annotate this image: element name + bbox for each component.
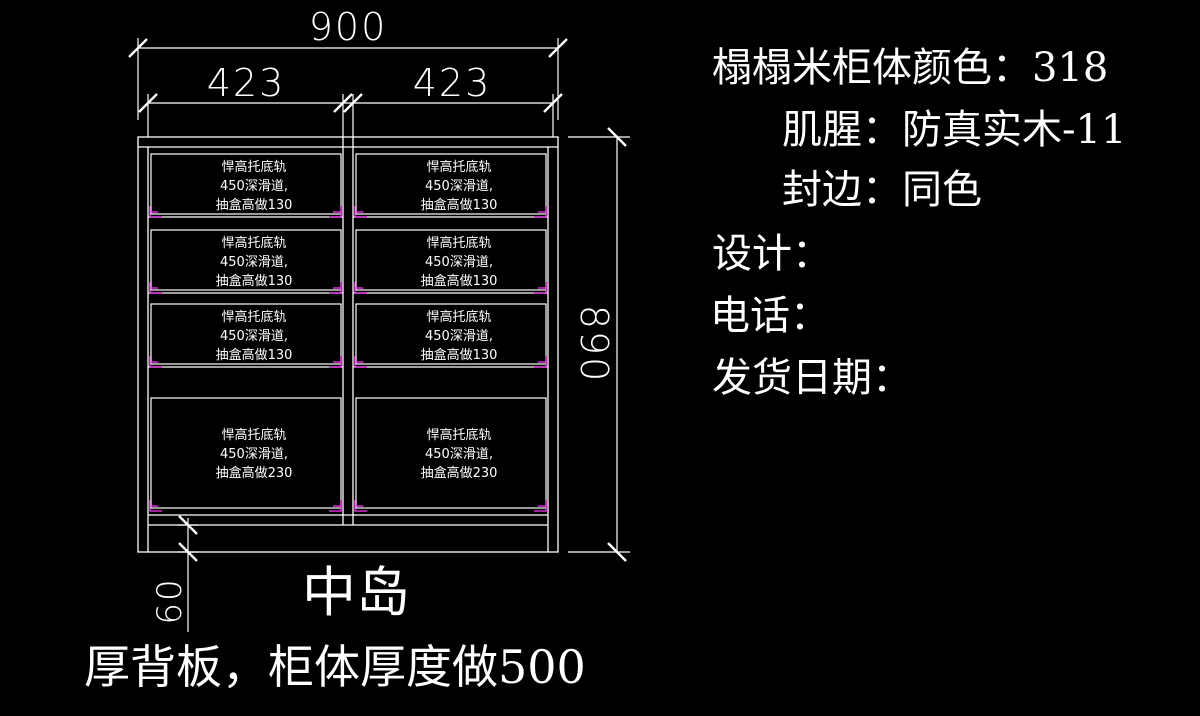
drawer-note-line: 悍高托底轨 bbox=[426, 235, 491, 251]
drawer-note-line: 悍高托底轨 bbox=[221, 427, 286, 443]
cabinet-frame bbox=[137, 136, 559, 553]
drawer-note-line: 抽盒高做130 bbox=[421, 273, 498, 289]
dimension-text-plinth: 60 bbox=[150, 577, 190, 624]
drawer-note-line: 抽盒高做130 bbox=[216, 197, 293, 213]
runner-bracket bbox=[329, 282, 342, 294]
cabinet-outline bbox=[137, 136, 559, 553]
runner-bracket bbox=[149, 206, 162, 218]
dimension-text-left-width: 423 bbox=[207, 61, 286, 105]
spec-edge-line: 封边：同色 bbox=[782, 167, 982, 213]
dimension-text-overall-width: 900 bbox=[309, 5, 388, 49]
drawer-note-line: 抽盒高做230 bbox=[421, 465, 498, 481]
runner-bracket bbox=[354, 282, 367, 294]
drawer-note-line: 抽盒高做230 bbox=[216, 465, 293, 481]
drawer-box bbox=[150, 397, 342, 509]
dimension-plinth bbox=[178, 515, 198, 632]
drawer-note-line: 悍高托底轨 bbox=[426, 309, 491, 325]
drawer-note-line: 450深滑道, bbox=[425, 447, 493, 462]
drawer-box bbox=[355, 397, 547, 509]
drawer-note-line: 抽盒高做130 bbox=[421, 347, 498, 363]
drawer-note-line: 450深滑道, bbox=[425, 329, 493, 344]
drawer-note-line: 抽盒高做130 bbox=[421, 197, 498, 213]
drawer-note-line: 450深滑道, bbox=[220, 329, 288, 344]
runner-bracket bbox=[534, 356, 547, 368]
dimension-height bbox=[568, 127, 630, 562]
drawer-note-line: 悍高托底轨 bbox=[221, 235, 286, 251]
runner-bracket bbox=[534, 282, 547, 294]
runner-bracket bbox=[354, 500, 367, 512]
drawer-box bbox=[355, 153, 547, 215]
drawers-right bbox=[353, 153, 548, 509]
dimension-text-right-width: 423 bbox=[413, 61, 492, 105]
drawer-note-line: 悍高托底轨 bbox=[426, 427, 491, 443]
drawer-notes: 悍高托底轨 450深滑道, 抽盒高做130 悍高托底轨 450深滑道, 抽盒高做… bbox=[216, 159, 498, 481]
drawer-box bbox=[355, 229, 547, 291]
runner-bracket bbox=[329, 500, 342, 512]
runner-bracket bbox=[534, 500, 547, 512]
drawer-note-line: 450深滑道, bbox=[425, 255, 493, 270]
spec-phone-line: 电话： bbox=[710, 293, 830, 339]
spec-ship-line: 发货日期： bbox=[712, 355, 912, 401]
runner-bracket bbox=[354, 206, 367, 218]
drawer-box bbox=[150, 229, 342, 291]
drawer-box bbox=[150, 153, 342, 215]
runner-bracket bbox=[329, 206, 342, 218]
drawer-note-line: 450深滑道, bbox=[220, 179, 288, 194]
drawer-note-line: 450深滑道, bbox=[220, 255, 288, 270]
dimension-overall-width bbox=[128, 38, 568, 120]
runner-bracket bbox=[149, 356, 162, 368]
dimension-text-height: 890 bbox=[572, 305, 616, 384]
runner-bracket bbox=[329, 356, 342, 368]
runner-bracket bbox=[149, 500, 162, 512]
drawer-note-line: 悍高托底轨 bbox=[221, 309, 286, 325]
drawer-note-line: 抽盒高做130 bbox=[216, 273, 293, 289]
drawer-box bbox=[355, 303, 547, 365]
spec-skin-line: 肌腥：防真实木-11 bbox=[782, 107, 1127, 153]
drawer-note-line: 450深滑道, bbox=[220, 447, 288, 462]
drawer-box bbox=[150, 303, 342, 365]
drawer-note-line: 450深滑道, bbox=[425, 179, 493, 194]
label-bottom-note: 厚背板，柜体厚度做500 bbox=[84, 640, 586, 694]
spec-design-line: 设计： bbox=[712, 231, 832, 277]
drawer-note-line: 悍高托底轨 bbox=[426, 159, 491, 175]
dimension-column-widths bbox=[138, 93, 563, 137]
runner-bracket bbox=[534, 206, 547, 218]
drawer-note-line: 悍高托底轨 bbox=[221, 159, 286, 175]
runner-bracket bbox=[149, 282, 162, 294]
spec-color-line: 榻榻米柜体颜色：318 bbox=[712, 45, 1109, 91]
drawer-note-line: 抽盒高做130 bbox=[216, 347, 293, 363]
label-center-island: 中岛 bbox=[302, 561, 410, 624]
slide-runners bbox=[149, 206, 547, 512]
runner-bracket bbox=[354, 356, 367, 368]
drawers-left bbox=[148, 153, 343, 509]
